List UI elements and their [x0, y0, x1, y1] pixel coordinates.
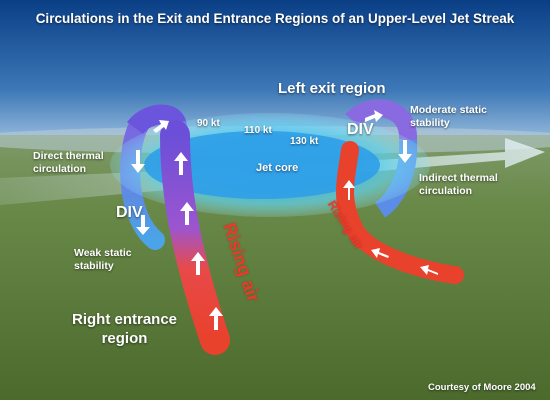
weak-stability-label: Weak static stability: [74, 247, 132, 272]
arrow-right-1: [365, 110, 383, 122]
left-loop-rising: [160, 120, 230, 355]
diagram-title: Circulations in the Exit and Entrance Re…: [35, 11, 515, 26]
left-exit-region-label: Left exit region: [278, 80, 386, 97]
right-loop-top: [345, 99, 417, 141]
jet-core-label: Jet core: [256, 162, 299, 174]
jet-core: [144, 131, 380, 199]
speed-label-90: 90 kt: [197, 118, 220, 129]
arrow-up-5: [153, 120, 169, 133]
speed-label-110: 110 kt: [244, 125, 272, 136]
arrow-down-1: [131, 150, 145, 173]
arrow-up-4: [174, 152, 188, 175]
arrow-up-r1: [420, 265, 438, 275]
arrow-down-2: [136, 215, 150, 235]
div-label-right: DIV: [347, 121, 374, 138]
speed-label-130: 130 kt: [290, 136, 319, 147]
arrow-up-r3: [343, 180, 355, 200]
arrow-up-3: [180, 202, 194, 225]
indirect-thermal-label: Indirect thermal circulation: [419, 172, 498, 197]
direct-thermal-label: Direct thermal circulation: [33, 150, 104, 175]
arrow-up-r2: [371, 248, 389, 258]
arrow-up-2: [191, 252, 205, 275]
div-label-left: DIV: [116, 204, 143, 221]
courtesy-credit: Courtesy of Moore 2004: [428, 382, 536, 393]
arrow-down-3: [398, 140, 412, 163]
right-entrance-region-label: Right entrance region: [72, 311, 178, 347]
moderate-stability-label: Moderate static stability: [410, 104, 488, 129]
arrow-up-1: [209, 307, 223, 330]
